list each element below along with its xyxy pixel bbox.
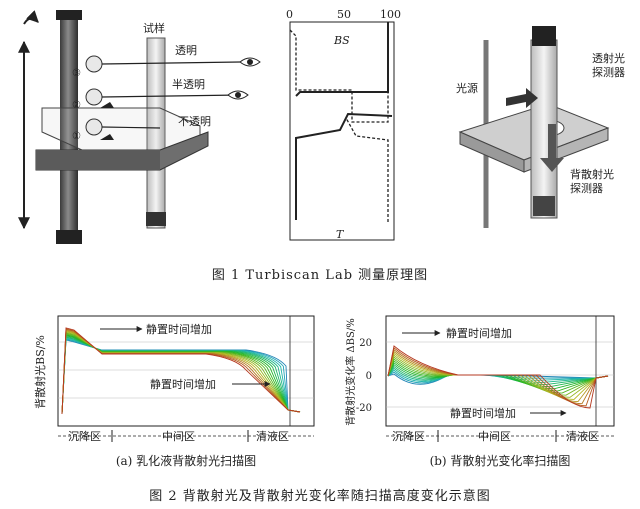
fig2a-series-line	[61, 331, 301, 415]
label-transparent: 透明	[175, 44, 197, 57]
fig2a-ylabel: 背散射光BS/%	[33, 335, 47, 409]
label-t: T	[336, 228, 345, 241]
label-backscatter-detector-line2: 探测器	[570, 182, 603, 195]
fig1-bs-t-plot	[289, 21, 395, 241]
fig1-detector-module	[458, 26, 610, 228]
fig2a-zone-1: 沉降区	[68, 429, 101, 443]
marker-3: ③	[72, 68, 81, 79]
tick-0: 0	[286, 8, 293, 21]
fig1-apparatus	[18, 10, 261, 244]
fig2a-series-line	[61, 333, 301, 415]
figure2-caption: 图 2 背散射光及背散射光变化率随扫描高度变化示意图	[149, 489, 491, 504]
label-opaque: 不透明	[178, 115, 211, 128]
t-curve	[295, 112, 393, 220]
fig2a-series-line	[61, 332, 301, 415]
label-translucent: 半透明	[172, 77, 205, 91]
label-transmission-detector-line1: 透射光	[592, 51, 625, 65]
tick-100: 100	[380, 8, 401, 21]
bs-curve	[289, 22, 389, 123]
fig2b-annotation-bottom: 静置时间增加	[450, 406, 516, 420]
backscatter-arrow	[540, 124, 564, 172]
fig2b-ylabel: 背散射光变化率 ΔBS/%	[344, 318, 357, 425]
transmission-arrow	[506, 88, 538, 108]
fig2b-caption: (b) 背散射光变化率扫描图	[430, 453, 571, 468]
marker-1: ①	[72, 131, 81, 142]
fig2a-series-line	[61, 327, 301, 415]
rotate-arrow-icon	[23, 10, 39, 25]
label-sample: 试样	[143, 21, 165, 35]
fig2b-chart	[385, 315, 615, 442]
marker-2: ②	[72, 100, 81, 111]
bs-solid-curve	[295, 22, 389, 97]
fig2b-ytick-neg20: -20	[356, 403, 372, 414]
fig2b-ytick-0: 0	[366, 371, 372, 382]
figure1-caption: 图 1 Turbiscan Lab 测量原理图	[211, 268, 429, 283]
label-backscatter-detector-line1: 背散射光	[570, 167, 614, 181]
fig2b-series-line	[387, 345, 609, 409]
main-pillar	[60, 14, 78, 242]
fig2a-series-line	[61, 334, 301, 415]
fig2b-zone-1: 沉降区	[392, 429, 425, 443]
fig2a-chart	[57, 315, 315, 442]
label-light-source: 光源	[456, 81, 478, 95]
fig2a-zone-2: 中间区	[162, 430, 195, 443]
sample-tube	[146, 37, 166, 229]
bulb-icon	[85, 55, 103, 136]
tube-cap	[532, 26, 556, 46]
fig2a-caption: (a) 乳化液背散射光扫描图	[116, 453, 256, 468]
fig2b-ytick-20: 20	[359, 338, 372, 349]
label-bs: BS	[333, 34, 350, 47]
fig2b-zone-3: 清液区	[566, 429, 599, 443]
fig2a-annotation-mid: 静置时间增加	[150, 377, 216, 391]
tick-50: 50	[337, 8, 351, 21]
fig2a-series-line	[61, 335, 301, 415]
fig2a-series-group	[61, 327, 301, 415]
fig2a-series-line	[61, 333, 301, 415]
fig2b-series-group	[387, 345, 609, 409]
label-transmission-detector-line2: 探测器	[592, 66, 625, 79]
fig2a-zone-3: 清液区	[256, 429, 289, 443]
fig2a-annotation-top: 静置时间增加	[146, 322, 212, 336]
fig2b-annotation-top: 静置时间增加	[446, 326, 512, 340]
fig2b-zone-2: 中间区	[478, 430, 511, 443]
